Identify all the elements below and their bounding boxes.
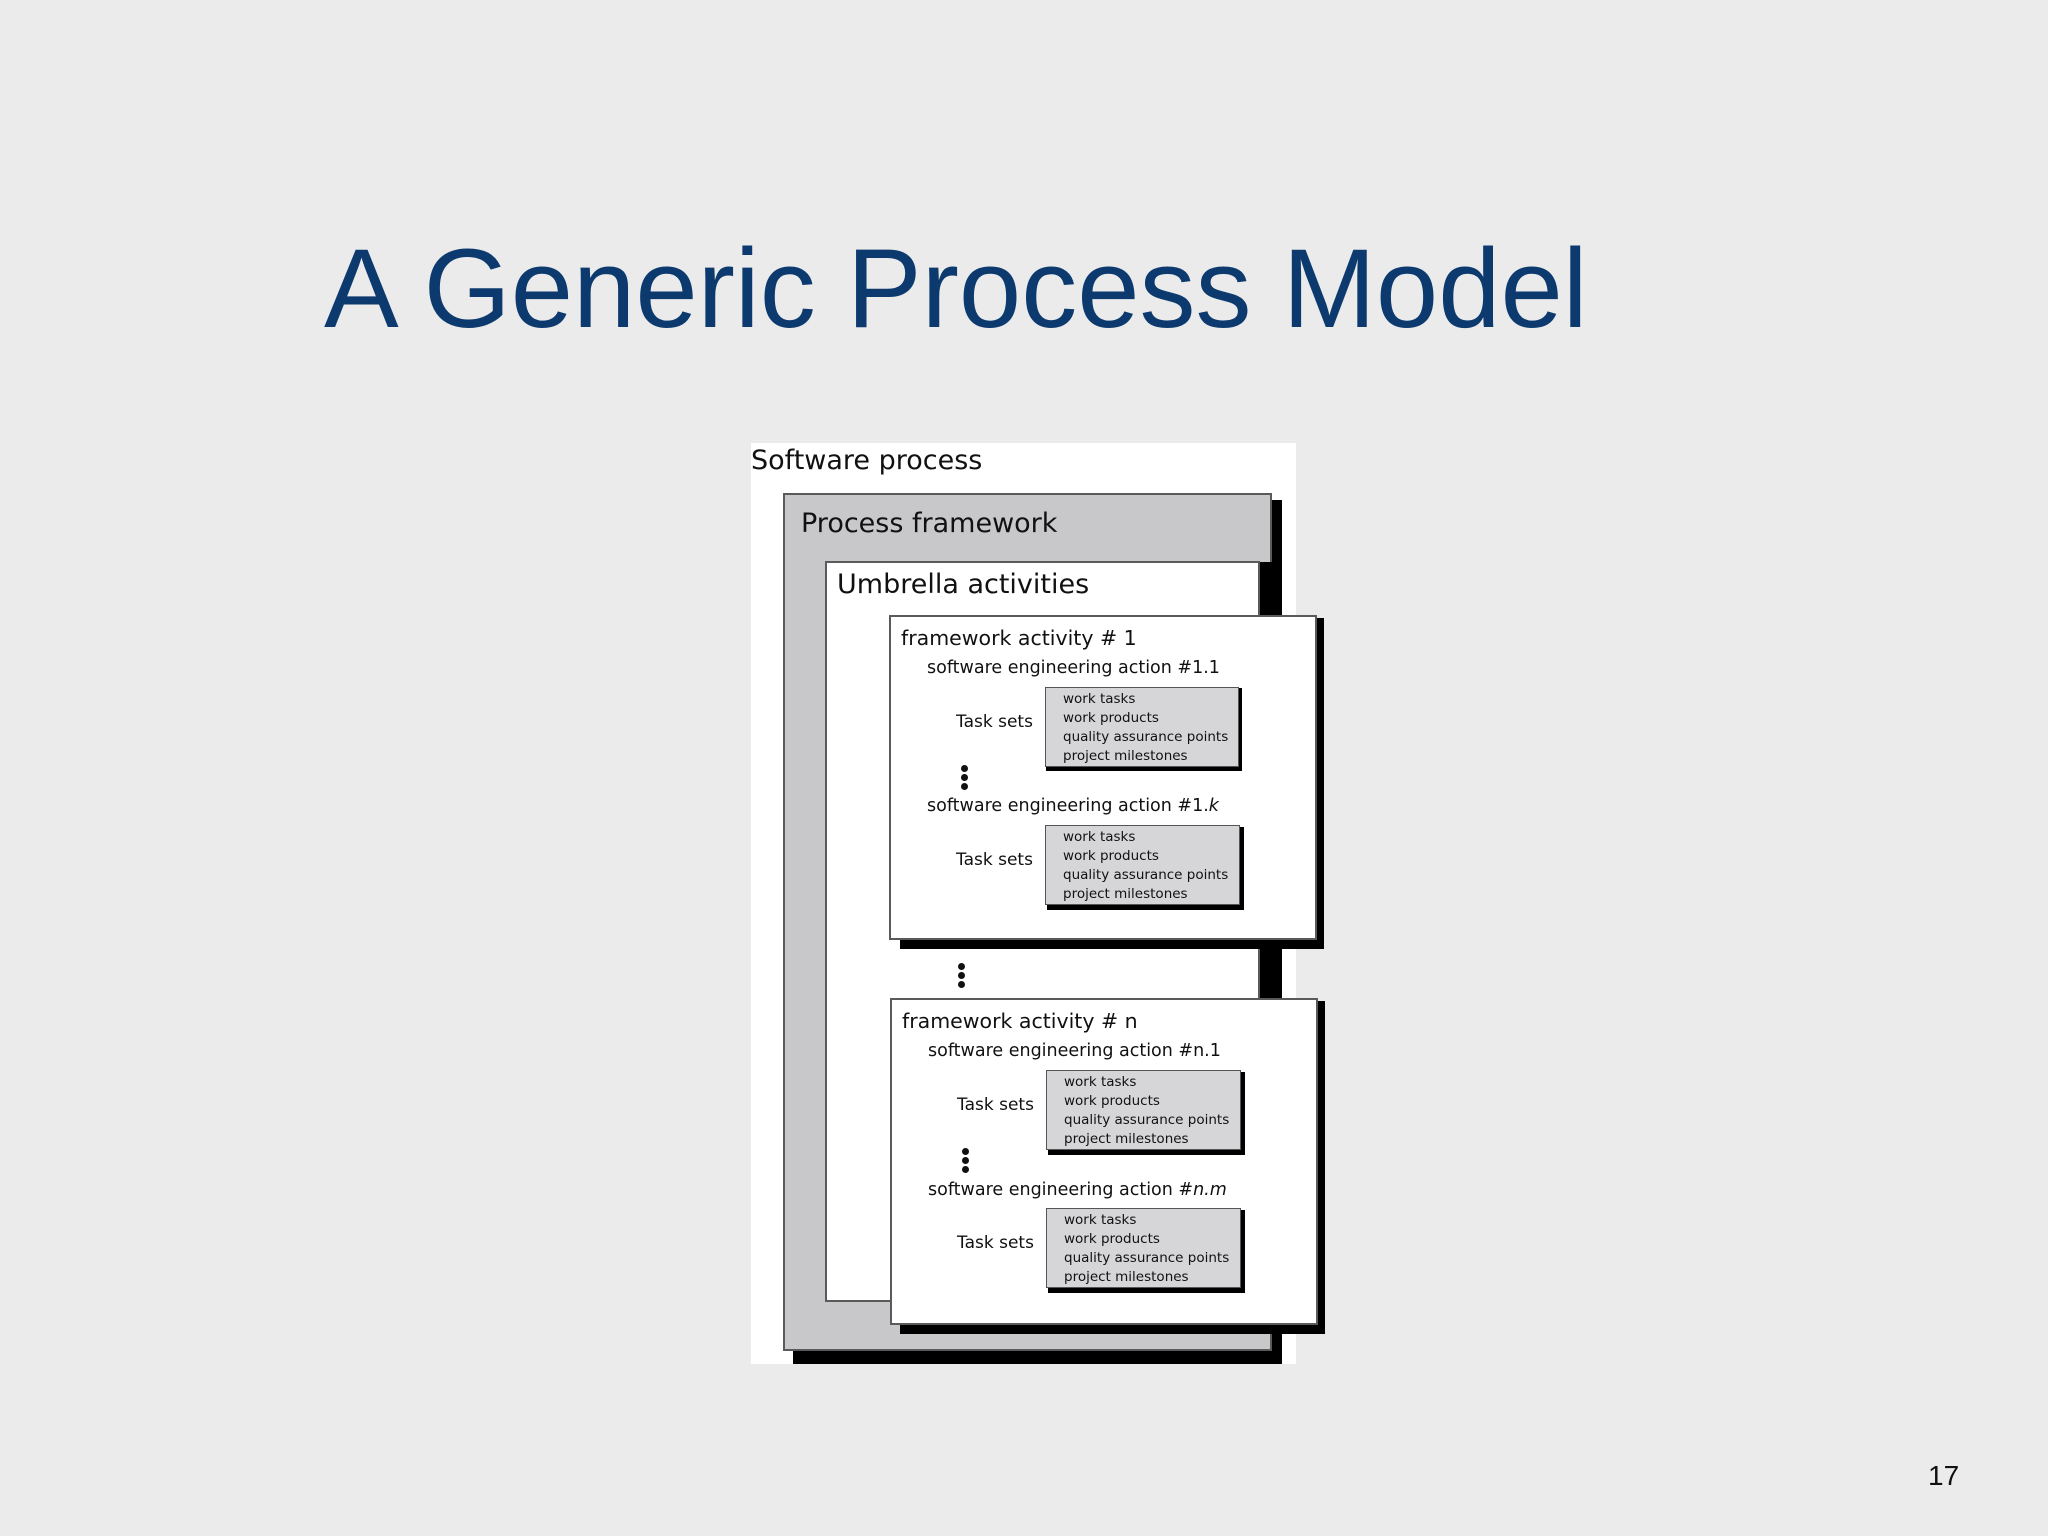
task-set-item: work products (1063, 710, 1159, 726)
task-set-box: work tasks work products quality assuran… (1045, 825, 1240, 905)
slide-title: A Generic Process Model (324, 226, 1588, 351)
task-set-item: work tasks (1064, 1074, 1137, 1090)
task-sets-label: Task sets (956, 850, 1033, 870)
task-sets-label: Task sets (957, 1095, 1034, 1115)
process-framework-label: Process framework (801, 508, 1058, 539)
ellipsis-dots-icon (961, 765, 969, 792)
software-engineering-action: software engineering action #n.1 (928, 1041, 1221, 1061)
ellipsis-dots-icon (958, 963, 966, 990)
ellipsis-dots-icon (962, 1148, 970, 1175)
task-set-item: quality assurance points (1063, 729, 1229, 745)
framework-activity-title: framework activity # 1 (901, 626, 1137, 650)
process-model-diagram: Software process Process framework Umbre… (751, 443, 1325, 1364)
task-set-item: quality assurance points (1064, 1250, 1230, 1266)
task-set-box: work tasks work products quality assuran… (1046, 1070, 1241, 1150)
page-number: 17 (1928, 1460, 1960, 1491)
task-set-item: work tasks (1063, 829, 1136, 845)
task-set-item: project milestones (1064, 1269, 1189, 1285)
task-set-item: work products (1063, 848, 1159, 864)
software-process-label: Software process (751, 445, 983, 476)
software-engineering-action: software engineering action #n.m (928, 1180, 1227, 1200)
task-set-box: work tasks work products quality assuran… (1046, 1208, 1241, 1288)
task-set-item: project milestones (1064, 1131, 1189, 1147)
task-set-item: work products (1064, 1231, 1160, 1247)
task-set-item: project milestones (1063, 886, 1188, 902)
task-sets-label: Task sets (957, 1233, 1034, 1253)
task-set-item: work products (1064, 1093, 1160, 1109)
task-set-item: work tasks (1063, 691, 1136, 707)
framework-activity-title: framework activity # n (902, 1009, 1138, 1033)
software-engineering-action: software engineering action #1.k (927, 796, 1219, 816)
task-set-box: work tasks work products quality assuran… (1045, 687, 1239, 767)
task-set-item: quality assurance points (1063, 867, 1229, 883)
software-engineering-action: software engineering action #1.1 (927, 658, 1220, 678)
task-set-item: quality assurance points (1064, 1112, 1230, 1128)
task-set-item: work tasks (1064, 1212, 1137, 1228)
task-set-item: project milestones (1063, 748, 1188, 764)
task-sets-label: Task sets (956, 712, 1033, 732)
umbrella-activities-label: Umbrella activities (837, 569, 1090, 600)
